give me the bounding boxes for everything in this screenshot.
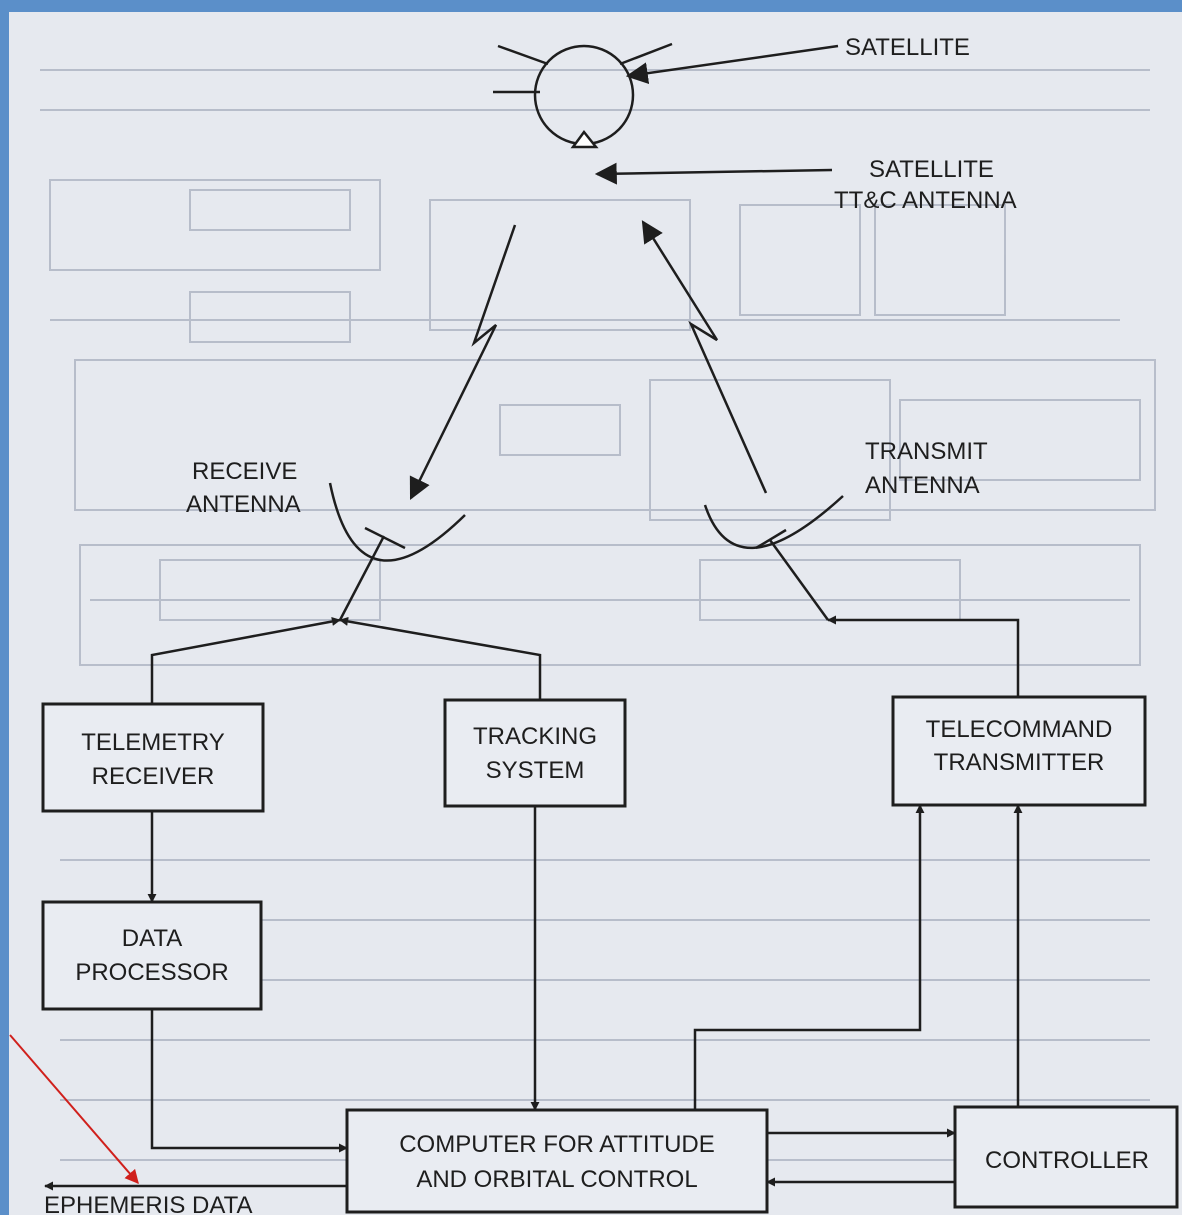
transmit-antenna-dish (703, 495, 844, 621)
ttc-antenna-label-line2: TT&C ANTENNA (834, 187, 1017, 214)
left-accent-bar (0, 0, 9, 1215)
data-processor-label-line2: PROCESSOR (75, 959, 228, 986)
transmit-antenna-label-line1: TRANSMIT (865, 438, 988, 465)
data-processor-label-line1: DATA (122, 925, 182, 952)
top-accent-bar (0, 0, 1182, 12)
ephemeris-data-label: EPHEMERIS DATA (44, 1192, 252, 1215)
computer-block: COMPUTER FOR ATTITUDE AND ORBITAL CONTRO… (345, 1108, 769, 1214)
ttc-antenna-leader-line (594, 162, 833, 185)
tracking-system-label-line1: TRACKING (473, 723, 597, 750)
downlink-path (409, 224, 517, 500)
telecommand-transmitter-label-line2: TRANSMITTER (934, 749, 1105, 776)
uplink-path (641, 220, 768, 494)
receive-to-tracking-link (339, 616, 542, 700)
transmit-antenna-label-line2: ANTENNA (865, 472, 980, 499)
computer-label-line1: COMPUTER FOR ATTITUDE (399, 1131, 715, 1158)
satellite-ttc-antenna (570, 129, 599, 149)
receive-antenna-dish (328, 482, 466, 621)
ttc-antenna-label-line1: SATELLITE (869, 156, 994, 183)
receive-to-telemetry-link (150, 617, 341, 704)
telecommand-transmitter-label-line1: TELECOMMAND (926, 716, 1113, 743)
computer-label-line2: AND ORBITAL CONTROL (416, 1166, 697, 1193)
annotation-arrow (9, 1034, 139, 1185)
tracking-system-label-line2: SYSTEM (486, 757, 585, 784)
background-bleed-through (40, 69, 1156, 1161)
controller-label: CONTROLLER (985, 1147, 1149, 1174)
tracking-system-block: TRACKING SYSTEM (443, 698, 627, 808)
computer-to-transmitter-link (693, 804, 925, 1110)
telecommand-transmitter-block: TELECOMMAND TRANSMITTER (891, 695, 1147, 807)
transmitter-to-antenna-link (827, 615, 1020, 697)
receive-antenna-label-line1: RECEIVE (192, 458, 297, 485)
telemetry-receiver-block: TELEMETRY RECEIVER (41, 702, 265, 813)
processor-to-computer-link (150, 1009, 348, 1153)
telemetry-receiver-label-line2: RECEIVER (92, 763, 215, 790)
satellite-label: SATELLITE (845, 34, 970, 61)
satellite-body (493, 42, 673, 146)
data-processor-block: DATA PROCESSOR (41, 900, 263, 1011)
satellite-leader-line (625, 44, 839, 85)
receive-antenna-label-line2: ANTENNA (186, 491, 301, 518)
controller-block: CONTROLLER (953, 1105, 1179, 1209)
telemetry-receiver-label-line1: TELEMETRY (81, 729, 225, 756)
